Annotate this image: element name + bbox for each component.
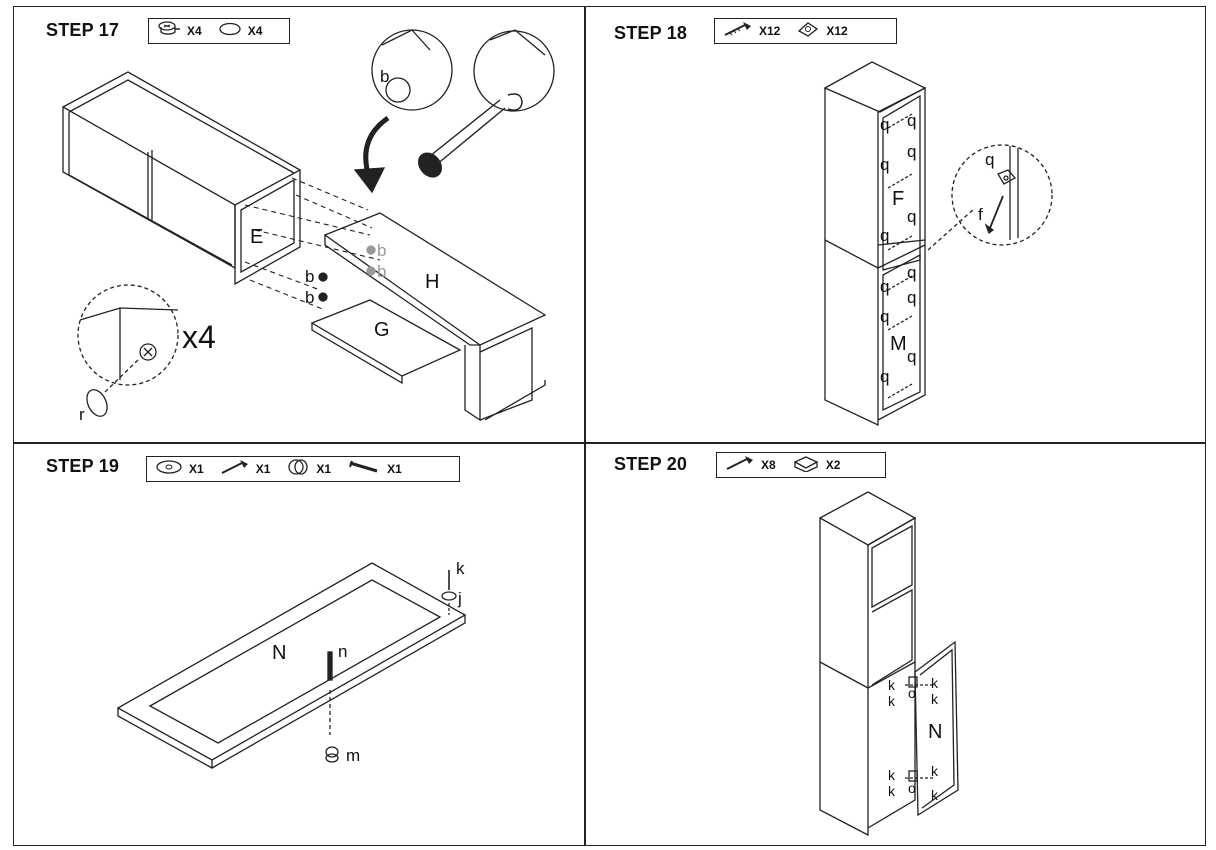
screw-icon [723, 21, 753, 42]
label-panel-e: E [250, 226, 263, 248]
washer-icon [155, 459, 183, 480]
label-cam-b-2: b [305, 288, 314, 307]
label-q-3: q [880, 155, 889, 174]
step-17-illustration: E H G b b b b b r x4 [61, 29, 555, 424]
step-20-part-1-qty: X8 [761, 458, 776, 472]
label-q-9: q [907, 288, 916, 307]
label-q-6: q [880, 226, 889, 245]
step-17-part-1-qty: X4 [187, 24, 202, 38]
hinge-icon [792, 454, 820, 477]
label-q-2: q [907, 111, 916, 130]
label-knob-m: m [346, 746, 360, 765]
label-times-four: x4 [182, 319, 216, 355]
label-hinge-o-1: o [908, 685, 916, 701]
step-19-part-1-qty: X1 [189, 462, 204, 476]
label-bolt-n: n [338, 642, 347, 661]
label-hinge-o-2: o [908, 780, 916, 796]
step-20-part-2-qty: X2 [825, 458, 841, 472]
step-17-part-2-qty: X4 [247, 24, 263, 38]
step-18-title: STEP 18 [614, 23, 688, 43]
label-q-7: q [880, 277, 889, 296]
screw-icon [220, 459, 250, 480]
label-door-n: N [928, 721, 942, 743]
label-q-10: q [880, 307, 889, 326]
label-q-1: q [880, 115, 889, 134]
instruction-sheet-frame [13, 6, 1206, 846]
label-screw-k: k [456, 559, 465, 578]
step-19-part-3-qty: X1 [316, 462, 332, 476]
label-panel-h: H [425, 271, 439, 293]
panel-divider-horizontal [13, 442, 1206, 444]
step-20-parts-box: X8 X2 [716, 452, 886, 478]
screw-icon [725, 455, 755, 476]
label-cam-b-3: b [377, 241, 386, 260]
label-k-1: k [888, 677, 896, 693]
label-k-8: k [931, 787, 939, 803]
label-q-11: q [907, 347, 916, 366]
label-screw-f: f [978, 205, 983, 224]
label-q-5: q [907, 207, 916, 226]
label-panel-g: G [374, 319, 390, 341]
step-19-part-2-qty: X1 [255, 462, 271, 476]
step-18-parts-box: X12 X12 [714, 18, 897, 44]
label-q-8: q [907, 263, 916, 282]
long-bolt-icon [347, 460, 381, 479]
step-18-illustration: q q q q q q q q q q q q q f F M [823, 61, 1053, 427]
label-k-5: k [888, 767, 896, 783]
label-q-detail: q [985, 150, 994, 169]
cover-cap-icon [218, 22, 242, 41]
label-door-n: N [272, 642, 286, 664]
panel-divider-vertical [584, 6, 586, 846]
label-cam-b-1: b [305, 267, 314, 286]
step-19-title: STEP 19 [46, 456, 120, 476]
step-20-illustration: N k k k k k k k k o o [818, 491, 959, 837]
step-20-title: STEP 20 [614, 454, 688, 474]
label-q-12: q [880, 367, 889, 386]
label-k-2: k [888, 693, 896, 709]
label-panel-f: F [892, 188, 904, 210]
knob-icon [286, 458, 310, 481]
label-k-4: k [931, 691, 939, 707]
label-cap-r: r [79, 405, 85, 424]
step-17-parts-box: X4 X4 [148, 18, 290, 44]
label-k-3: k [931, 675, 939, 691]
label-k-6: k [888, 783, 896, 799]
label-cam-b-4: b [377, 262, 386, 281]
hinge-plate-icon [796, 21, 820, 42]
step-19-parts-box: X1 X1 X1 X1 [146, 456, 460, 482]
step-19-part-4-qty: X1 [387, 462, 402, 476]
label-k-7: k [931, 763, 939, 779]
step-19-illustration: N k j n m [116, 559, 467, 770]
cam-lock-icon [157, 20, 181, 43]
label-cam-b-5: b [380, 67, 389, 86]
label-q-4: q [907, 142, 916, 161]
step-18-part-2-qty: X12 [826, 24, 848, 38]
step-17-title: STEP 17 [46, 20, 120, 40]
label-panel-m: M [890, 333, 907, 355]
label-washer-j: j [457, 589, 462, 608]
step-18-part-1-qty: X12 [759, 24, 781, 38]
cabinet-e-top [61, 71, 302, 206]
